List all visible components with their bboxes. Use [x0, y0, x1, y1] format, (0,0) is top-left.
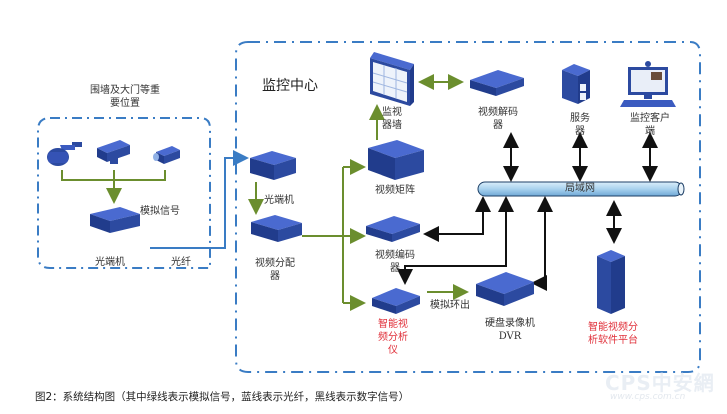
monitoring-client-workstation-icon — [620, 61, 676, 107]
fiber-line — [150, 150, 249, 249]
analog-loop-out-label: 模拟环出 — [430, 300, 470, 311]
monitor-wall-label: 监视 器墙 — [382, 107, 402, 131]
server-tower-icon — [562, 64, 590, 104]
server-label: 服务 器 — [570, 113, 590, 137]
analysis-platform-rack-icon — [597, 250, 625, 314]
video-encoder-label: 视频编码 器 — [375, 250, 415, 274]
monitor-wall-icon — [370, 52, 414, 106]
analysis-platform-label: 智能视频分 析软件平台 — [588, 322, 638, 346]
watermark-url: www.cps.com.cn — [610, 392, 686, 402]
video-matrix-device-icon — [368, 140, 424, 180]
digital-line-analyzer-lan — [397, 196, 514, 285]
analog-line-cameras — [61, 170, 166, 200]
lan-bus-pipe — [477, 181, 685, 197]
site-boundary — [37, 117, 211, 269]
analyzer-label: 智能视 频分析 仪 — [378, 319, 408, 356]
digital-line-dvr-lan — [531, 196, 553, 291]
video-decoder-label: 视频解码 器 — [478, 107, 518, 131]
fiber-label: 光纤 — [171, 257, 191, 268]
dvr-label: 硬盘录像机 DVR — [485, 318, 535, 342]
monitoring-center-title: 监控中心 — [262, 78, 318, 94]
video-matrix-label: 视频矩阵 — [375, 185, 415, 196]
video-distributor-label: 视频分配 器 — [255, 258, 295, 282]
analog-line-distributor-branch — [302, 167, 344, 303]
center-boundary — [235, 41, 701, 373]
intelligent-video-analyzer-device-icon — [372, 288, 420, 314]
site-optical-terminal-label: 光端机 — [95, 257, 125, 268]
center-optical-terminal-device-icon — [250, 151, 296, 180]
figure-caption: 图2：系统结构图（其中绿线表示模拟信号，蓝线表示光纤，黑线表示数字信号） — [35, 391, 410, 403]
bullet-camera-icon — [153, 146, 180, 164]
center-optical-terminal-label: 光端机 — [264, 195, 294, 206]
monitoring-client-label: 监控客户 端 — [630, 113, 670, 137]
site-group-label: 围墙及大门等重 要位置 — [90, 85, 160, 109]
video-decoder-device-icon — [470, 70, 524, 96]
analog-signal-label: 模拟信号 — [140, 206, 180, 217]
dvr-device-icon — [476, 272, 534, 306]
video-encoder-device-icon — [366, 216, 420, 242]
ptz-dome-camera-icon — [47, 142, 82, 166]
digital-line-encoder-lan — [423, 196, 491, 242]
watermark-brand: CPS中安網 — [605, 371, 715, 395]
box-camera-with-housing-icon — [97, 140, 130, 164]
lan-label: 局域网 — [565, 183, 595, 194]
site-optical-terminal-device-icon — [90, 207, 140, 233]
video-distributor-device-icon — [251, 215, 302, 242]
